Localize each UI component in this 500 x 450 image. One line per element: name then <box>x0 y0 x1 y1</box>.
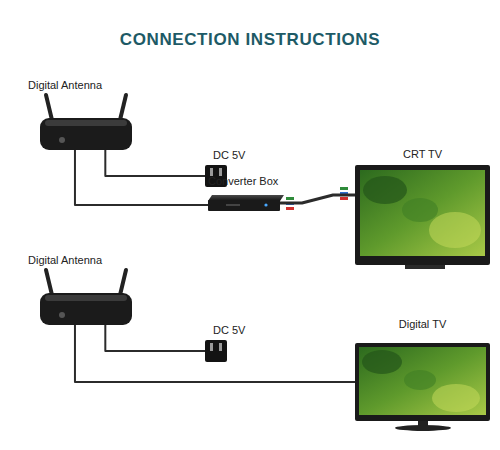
adapter-prong <box>219 343 222 351</box>
cable <box>75 150 208 205</box>
foliage-patch <box>429 212 481 248</box>
converter-box: Converter Box <box>208 195 280 211</box>
antenna-rod <box>120 270 126 295</box>
antenna-illustration <box>40 270 132 325</box>
tv-box: CRT TV <box>355 165 490 265</box>
antenna-body <box>40 293 132 325</box>
rca-plug <box>340 197 348 200</box>
antenna-highlight <box>45 120 127 126</box>
rca-plug <box>286 207 294 210</box>
adapter-box: DC 5V <box>205 340 227 362</box>
diagram-title: CONNECTION INSTRUCTIONS <box>0 30 500 50</box>
adapter-prong <box>210 168 213 176</box>
antenna-rod <box>46 270 52 295</box>
device-label: Digital TV <box>315 318 500 331</box>
antenna-rod <box>120 95 126 120</box>
adapter-prong <box>219 168 222 176</box>
cable <box>105 150 205 176</box>
box-display <box>226 204 240 206</box>
device-label: CRT TV <box>315 148 500 161</box>
device-label: DC 5V <box>213 324 245 337</box>
foliage-patch <box>404 370 436 390</box>
cable <box>105 325 205 351</box>
rca-plug <box>286 197 294 200</box>
antenna-rod <box>46 95 52 120</box>
box-front <box>208 200 280 211</box>
antenna-highlight <box>45 295 127 301</box>
rca-plug <box>340 187 348 190</box>
cable <box>75 325 355 382</box>
foliage-patch <box>432 384 480 412</box>
foliage-patch <box>363 176 407 204</box>
digital-tv-illustration <box>355 343 490 431</box>
tv-bezel <box>355 343 490 421</box>
foliage-patch <box>362 350 402 374</box>
tv-screen <box>359 347 486 415</box>
device-label: Digital Antenna <box>28 79 102 92</box>
foliage-patch <box>402 198 438 222</box>
tv-stand-base <box>395 425 451 431</box>
antenna-illustration <box>40 95 132 150</box>
antenna-box: Digital Antenna <box>40 118 132 150</box>
antenna-logo <box>59 312 65 318</box>
tv-base <box>405 265 445 269</box>
device-label: Digital Antenna <box>28 254 102 267</box>
antenna-logo <box>59 137 65 143</box>
power-adapter <box>205 340 227 362</box>
crt-tv-illustration <box>355 165 490 269</box>
device-label: Converter Box <box>208 175 278 188</box>
tv-box: Digital TV <box>355 343 490 421</box>
converter-box-illustration <box>208 195 284 211</box>
antenna-body <box>40 118 132 150</box>
tv-bezel <box>355 165 490 265</box>
tv-screen <box>360 170 485 256</box>
box-light <box>264 203 267 206</box>
adapter-prong <box>210 343 213 351</box>
device-label: DC 5V <box>213 149 245 162</box>
cable <box>280 195 355 203</box>
adapter-body <box>205 340 227 362</box>
antenna-box: Digital Antenna <box>40 293 132 325</box>
